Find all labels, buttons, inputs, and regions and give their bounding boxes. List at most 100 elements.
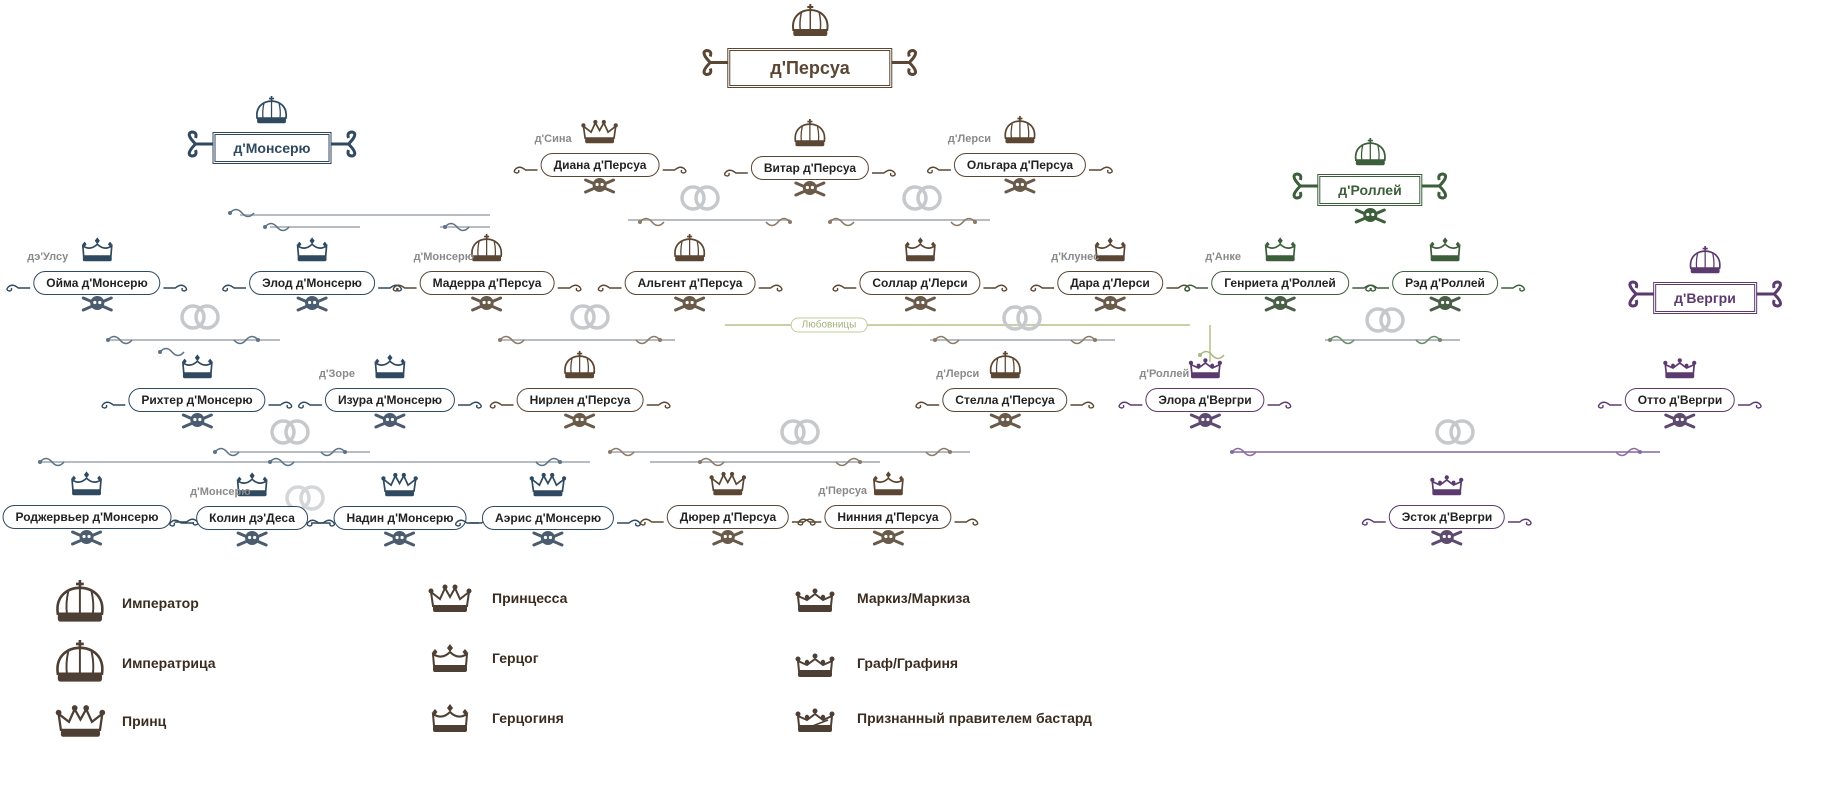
duke-icon bbox=[900, 234, 939, 268]
person-node-vitar[interactable]: Витар д'Персуа bbox=[723, 119, 897, 197]
person-node-olgara[interactable]: Ольгара д'Персуа bbox=[926, 116, 1114, 194]
flourish-icon bbox=[722, 163, 748, 177]
person-node-maderra[interactable]: Мадерра д'Персуа bbox=[392, 234, 582, 312]
skull-crossbones-icon bbox=[1430, 528, 1464, 551]
duke-icon bbox=[67, 468, 106, 502]
flourish-icon bbox=[925, 160, 951, 174]
prince-icon bbox=[528, 469, 567, 503]
person-name: Дара д'Лерси bbox=[1070, 276, 1150, 290]
person-name-plate: Альгент д'Персуа bbox=[597, 271, 783, 295]
house-name-plate: д'Роллей bbox=[1292, 172, 1448, 206]
flourish-icon bbox=[1596, 395, 1622, 409]
house-name-plate: д'Монсерю bbox=[187, 130, 357, 164]
person-node-dara[interactable]: Дара д'Лерси bbox=[1030, 237, 1190, 312]
skull-crossbones-icon bbox=[1353, 206, 1387, 231]
scroll-ornament-icon bbox=[835, 457, 862, 467]
skull-crossbones-icon bbox=[871, 528, 905, 551]
flourish-icon bbox=[163, 278, 190, 292]
person-node-rodzhervier[interactable]: Роджервьер д'Монсерю bbox=[2, 471, 199, 546]
flourish-icon bbox=[458, 395, 484, 409]
person-name-plate: Элора д'Вергри bbox=[1118, 388, 1292, 412]
person-node-diana[interactable]: Диана д'Персуа bbox=[513, 119, 687, 194]
person-name-plate: Эсток д'Вергри bbox=[1361, 505, 1533, 529]
person-name-plate: Рихтер д'Монсерю bbox=[101, 388, 293, 412]
person-node-genrieta[interactable]: Генриета д'Роллей bbox=[1184, 237, 1376, 312]
skull-crossbones-icon bbox=[1188, 411, 1222, 434]
flourish-icon bbox=[167, 513, 194, 527]
flourish-icon bbox=[557, 278, 583, 292]
person-name-plate: Дара д'Лерси bbox=[1030, 271, 1190, 295]
person-name-plate: Рэд д'Роллей bbox=[1365, 271, 1525, 295]
flourish-icon bbox=[1116, 395, 1143, 409]
flourish-icon bbox=[1028, 278, 1055, 292]
person-name-plate: Элод д'Монсерю bbox=[222, 271, 402, 295]
legend-label: Признанный правителем бастард bbox=[857, 710, 1092, 726]
person-node-nirlen[interactable]: Нирлен д'Персуа bbox=[489, 351, 671, 429]
legend-item-duchess: Герцогиня bbox=[420, 700, 564, 736]
person-node-otto[interactable]: Отто д'Вергри bbox=[1597, 358, 1763, 429]
prince-icon bbox=[50, 700, 110, 741]
skull-crossbones-icon bbox=[235, 529, 269, 552]
house-name-plate: д'Персуа bbox=[702, 48, 918, 88]
person-node-sollar[interactable]: Соллар д'Лерси bbox=[832, 237, 1008, 312]
person-node-nadin[interactable]: Надин д'Монсерю bbox=[306, 472, 494, 547]
person-node-estok[interactable]: Эсток д'Вергри bbox=[1361, 475, 1533, 546]
skull-crossbones-icon bbox=[531, 529, 565, 552]
scroll-ornament-icon bbox=[638, 217, 665, 227]
person-node-elod[interactable]: Элод д'Монсерю bbox=[222, 237, 402, 312]
skull-crossbones-icon bbox=[180, 411, 214, 434]
person-name-plate: Мадерра д'Персуа bbox=[392, 271, 582, 295]
person-node-izura[interactable]: Изура д'Монсерю bbox=[297, 354, 483, 429]
person-node-stella[interactable]: Стелла д'Персуа bbox=[915, 351, 1095, 429]
legend-label: Принц bbox=[122, 712, 167, 729]
flourish-icon bbox=[1070, 395, 1097, 409]
duchess-icon bbox=[420, 700, 480, 736]
person-node-red[interactable]: Рэд д'Роллей bbox=[1365, 237, 1525, 312]
flourish-icon bbox=[453, 513, 479, 527]
person-name-plate: Отто д'Вергри bbox=[1597, 388, 1763, 412]
scroll-ornament-icon bbox=[213, 447, 240, 457]
person-node-elora[interactable]: Элора д'Вергри bbox=[1118, 358, 1292, 429]
flourish-icon bbox=[305, 513, 331, 527]
empress-icon bbox=[1000, 116, 1039, 150]
bastard-icon bbox=[785, 700, 845, 736]
maiden-name-label: д'Лерси bbox=[947, 133, 991, 145]
person-node-aeris[interactable]: Аэрис д'Монсерю bbox=[454, 472, 642, 547]
duchess-icon bbox=[77, 234, 116, 268]
legend-item-bastard: Признанный правителем бастард bbox=[785, 700, 1092, 736]
duchess-icon bbox=[868, 468, 907, 502]
house-crown-icon bbox=[787, 4, 833, 45]
person-name-plate: Витар д'Персуа bbox=[723, 156, 897, 180]
maiden-name-label: д'Сина bbox=[534, 133, 572, 145]
scroll-ornament-icon bbox=[765, 217, 792, 227]
house-name: д'Роллей bbox=[1338, 182, 1402, 198]
skull-crossbones-icon bbox=[563, 411, 597, 434]
flourish-icon bbox=[1508, 512, 1534, 526]
skull-crossbones-icon bbox=[903, 294, 937, 317]
skull-crossbones-icon bbox=[711, 528, 745, 551]
person-node-algent[interactable]: Альгент д'Персуа bbox=[597, 234, 783, 312]
person-name-plate: Диана д'Персуа bbox=[513, 153, 687, 177]
person-name: Стелла д'Персуа bbox=[955, 393, 1055, 407]
marquis-icon bbox=[785, 580, 845, 616]
person-name-plate: Аэрис д'Монсерю bbox=[454, 506, 642, 530]
legend-label: Герцог bbox=[492, 650, 539, 666]
maiden-name-label: д'Клунес bbox=[1051, 251, 1100, 263]
scroll-ornament-icon bbox=[1198, 350, 1225, 360]
flourish-icon bbox=[1738, 395, 1764, 409]
person-name-plate: Дюрер д'Персуа bbox=[639, 505, 817, 529]
scroll-ornament-icon bbox=[233, 335, 260, 345]
person-node-ninniya[interactable]: Нинния д'Персуа bbox=[797, 471, 979, 546]
person-node-rihter[interactable]: Рихтер д'Монсерю bbox=[101, 354, 293, 429]
scroll-ornament-icon bbox=[1415, 335, 1442, 345]
legend-label: Император bbox=[122, 595, 199, 612]
person-node-dyurer[interactable]: Дюрер д'Персуа bbox=[639, 471, 817, 546]
scroll-ornament-icon bbox=[635, 335, 662, 345]
person-node-kolin[interactable]: Колин дэ'Деса bbox=[169, 472, 335, 547]
person-node-oima[interactable]: Ойма д'Монсерю bbox=[6, 237, 188, 312]
house-banner-persua: д'Персуа bbox=[702, 4, 918, 88]
person-name: Витар д'Персуа bbox=[763, 161, 857, 175]
person-name-plate: Роджервьер д'Монсерю bbox=[2, 505, 199, 529]
house-name: д'Персуа bbox=[770, 58, 850, 78]
